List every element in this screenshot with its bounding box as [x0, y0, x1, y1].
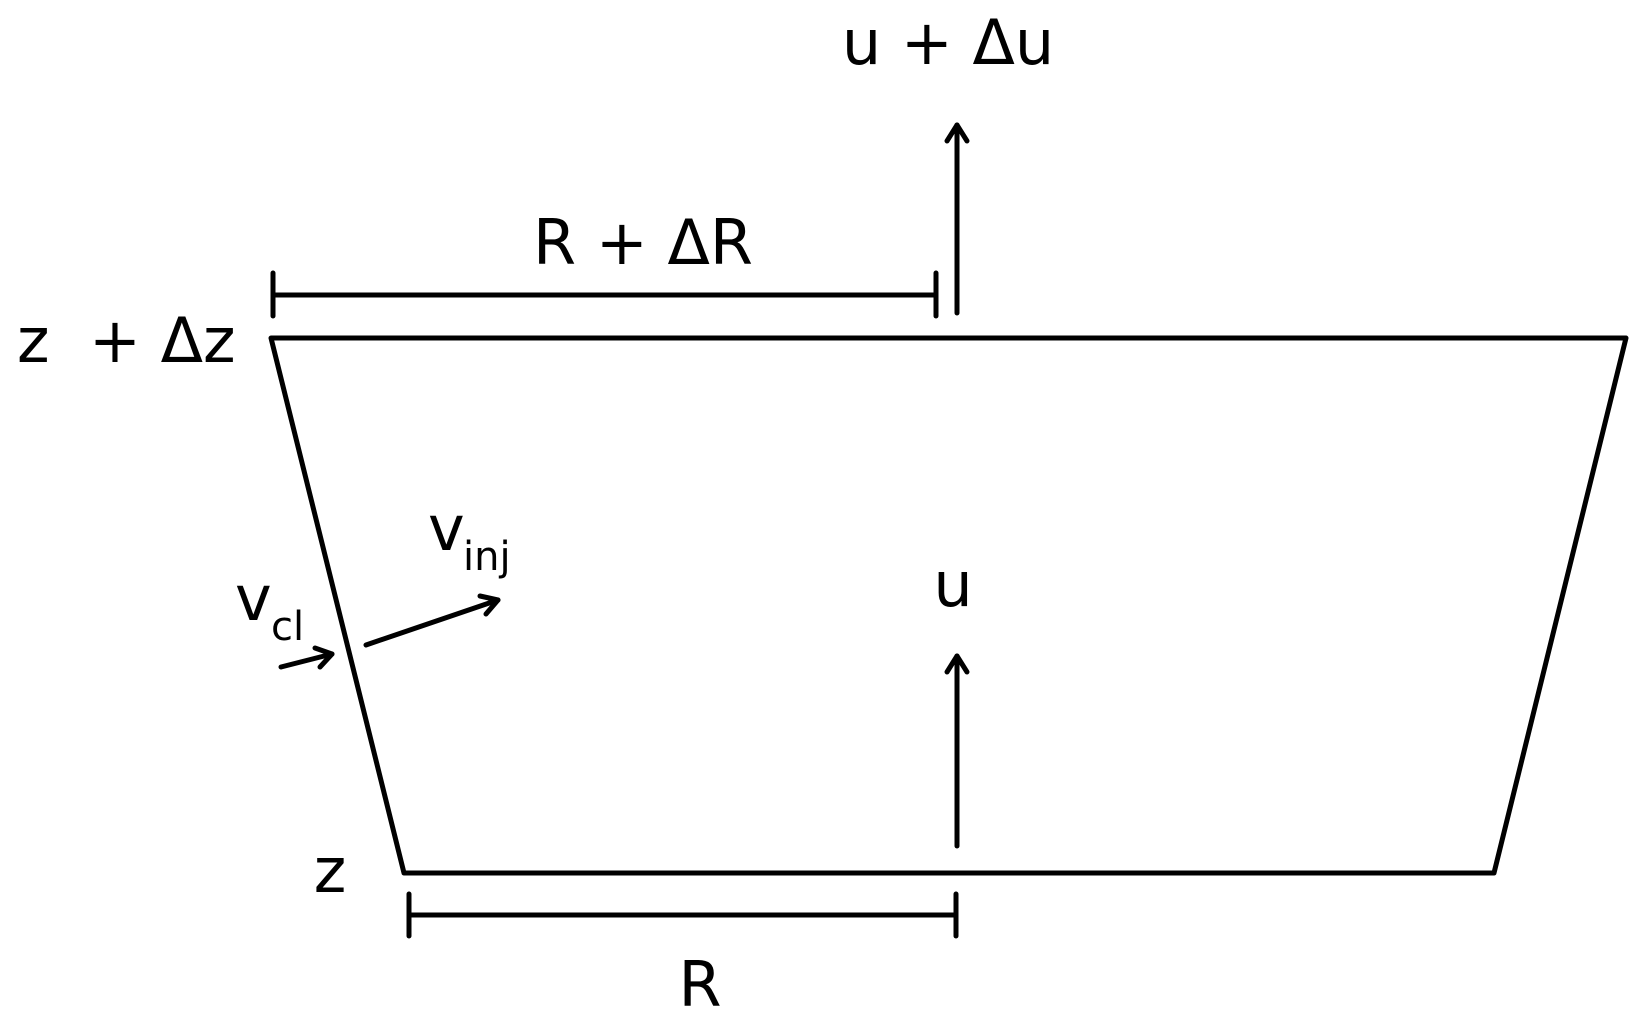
center-velocity-arrow	[944, 653, 970, 849]
v-cl-arrow	[278, 645, 335, 670]
center-velocity-label: u	[933, 548, 972, 621]
v-cl-main: v	[235, 562, 272, 635]
v-inj-main: v	[428, 492, 465, 565]
bottom-height-label: z	[314, 834, 347, 907]
v-inj-arrow	[363, 593, 501, 648]
trapezoid-control-volume	[268, 335, 1629, 876]
top-height-label: z + Δz	[17, 304, 236, 377]
top-velocity-label: u + Δu	[842, 6, 1054, 79]
v-cl-subscript: cl	[271, 604, 304, 650]
v-cl-label: v cl	[235, 562, 304, 650]
top-radius-dimension	[270, 270, 939, 319]
v-inj-subscript: inj	[463, 534, 511, 580]
v-inj-label: v inj	[428, 492, 511, 580]
bottom-radius-label: R	[678, 948, 721, 1019]
top-velocity-arrow	[944, 122, 970, 316]
top-radius-label: R + ΔR	[533, 206, 753, 279]
bottom-radius-dimension	[406, 891, 959, 939]
